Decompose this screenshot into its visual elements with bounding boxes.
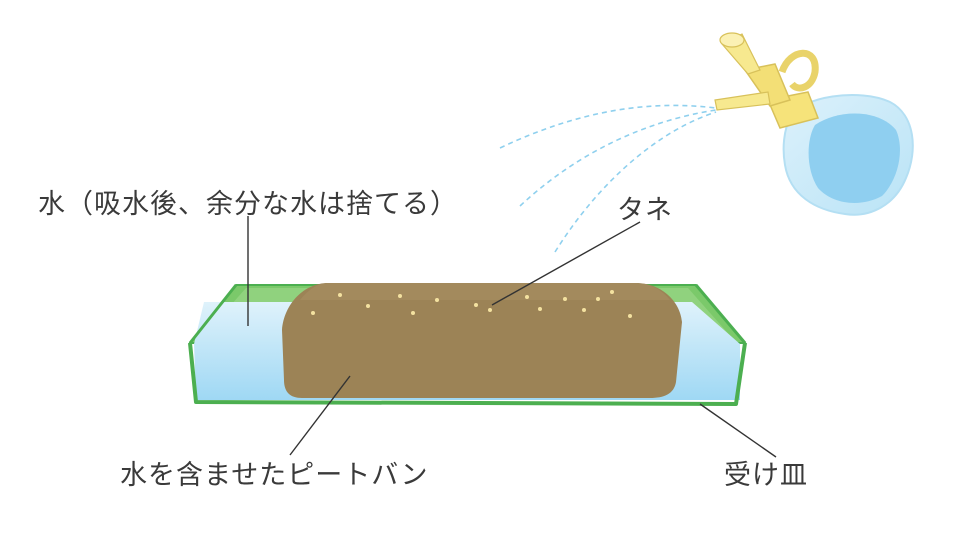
leader-tray (699, 403, 777, 458)
label-seed: タネ (617, 195, 673, 226)
seed (538, 307, 542, 311)
seed (628, 314, 632, 318)
label-water: 水（吸水後、余分な水は捨てる） (38, 189, 458, 220)
seed (474, 303, 478, 307)
seed (411, 311, 415, 315)
seed (563, 297, 567, 301)
leader-seed (491, 221, 641, 306)
label-peat-pan: 水を含ませたピートバン (120, 460, 429, 491)
seed (488, 308, 492, 312)
spray-mist (499, 104, 717, 253)
seed (610, 290, 614, 294)
spray-arc-3 (554, 111, 717, 253)
seeds (311, 290, 632, 318)
seed (525, 295, 529, 299)
seed (582, 308, 586, 312)
leader-peat (289, 375, 351, 456)
label-tray: 受け皿 (724, 460, 808, 491)
leader-lines (247, 216, 777, 458)
seed (366, 304, 370, 308)
seed (435, 298, 439, 302)
spray-bottle-icon (714, 32, 914, 216)
peat-pan (282, 283, 682, 398)
seed (398, 294, 402, 298)
spray-arc-1 (499, 104, 717, 149)
seed (596, 297, 600, 301)
spray-arc-2 (519, 109, 717, 207)
seed (338, 293, 342, 297)
seed (311, 311, 315, 315)
